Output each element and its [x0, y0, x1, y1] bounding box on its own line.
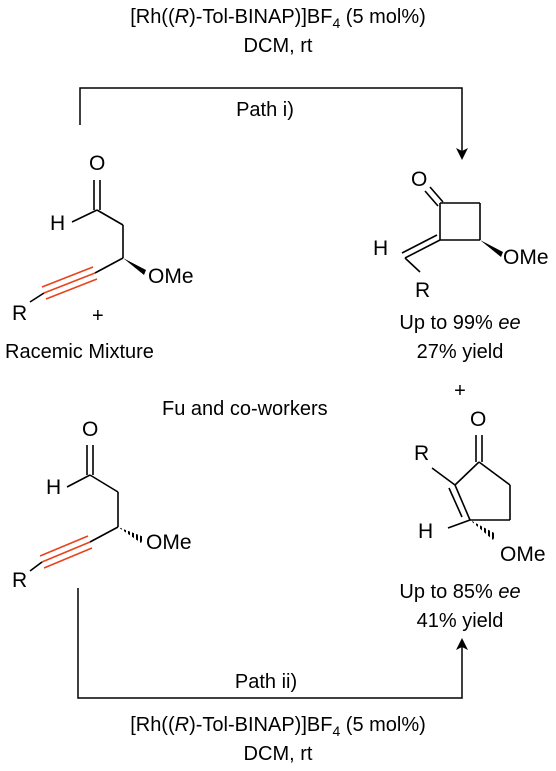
atom-O: O [470, 408, 486, 431]
atom-R: R [12, 302, 27, 325]
bottom-solvent-text: DCM, rt [243, 743, 313, 765]
starting-material-s-enantiomer: O H OMe R [12, 418, 192, 592]
atom-O: O [411, 168, 427, 191]
top-solvent-text: DCM, rt [243, 35, 313, 57]
atom-OMe: OMe [503, 246, 549, 269]
product-1-yield: 27% yield [416, 341, 504, 363]
atom-R: R [415, 279, 430, 302]
bottom-catalyst-text: [Rh((R)-Tol-BINAP)]BF4 (5 mol%) [130, 714, 426, 739]
plus-sign-left: + [92, 305, 104, 327]
racemic-mixture-label: Racemic Mixture [5, 341, 154, 363]
path-i-arrow [79, 87, 468, 160]
top-catalyst-text: [Rh((R)-Tol-BINAP)]BF4 (5 mol%) [130, 6, 426, 31]
product-cyclobutanone: O H OMe R [373, 168, 549, 302]
atom-OMe: OMe [148, 265, 194, 288]
atom-H: H [46, 476, 61, 499]
atom-OMe: OMe [146, 531, 192, 554]
atom-R: R [12, 569, 27, 592]
product-1-ee: Up to 99% ee [399, 312, 521, 334]
starting-material-r-enantiomer: O H OMe R [12, 152, 194, 325]
atom-R: R [414, 442, 429, 465]
reference-label: Fu and co-workers [162, 398, 328, 420]
atom-OMe: OMe [500, 543, 546, 566]
atom-H: H [373, 237, 388, 260]
atom-O: O [82, 418, 98, 441]
atom-O: O [89, 152, 105, 175]
product-2-yield: 41% yield [416, 610, 504, 632]
atom-H: H [50, 212, 65, 235]
path-ii-arrow [77, 588, 468, 699]
plus-sign-right: + [454, 380, 466, 402]
product-cyclopentenone: O R H OMe [414, 408, 546, 566]
path-i-label: Path i) [236, 99, 294, 121]
atom-H: H [418, 520, 433, 543]
product-2-ee: Up to 85% ee [399, 581, 521, 603]
path-ii-label: Path ii) [234, 671, 298, 693]
